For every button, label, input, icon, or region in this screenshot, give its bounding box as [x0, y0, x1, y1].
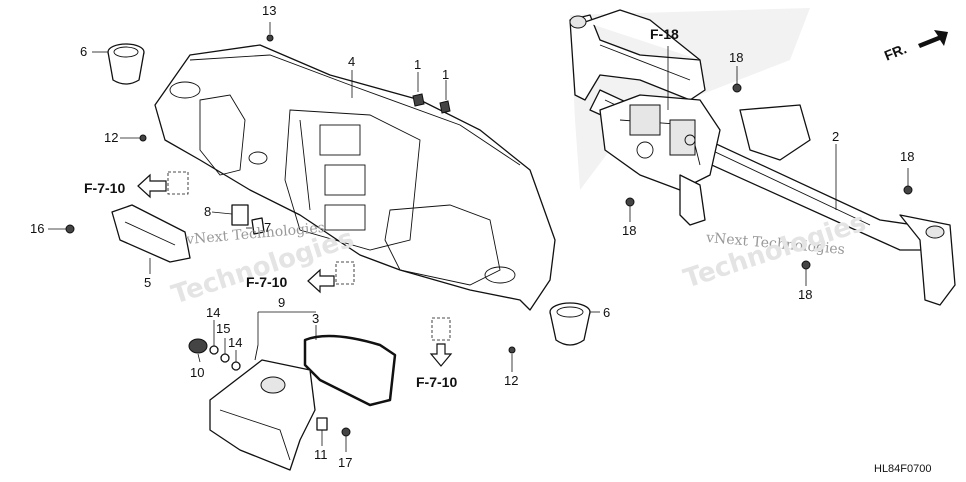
callout-3: 3 — [312, 311, 320, 326]
callout-14b: 14 — [228, 335, 243, 350]
washer-14a — [209, 345, 219, 355]
callout-18b: 18 — [900, 149, 915, 164]
seal-3 — [303, 334, 397, 407]
callout-12a: 12 — [104, 130, 119, 145]
glove-box-lid — [209, 344, 316, 471]
ref-label-f18: F-18 — [650, 26, 679, 42]
callout-7: 7 — [264, 220, 272, 235]
callout-18a: 18 — [729, 50, 744, 65]
callout-9: 9 — [278, 295, 286, 310]
callout-14a: 14 — [206, 305, 221, 320]
diagram-code: HL84F0700 — [874, 463, 932, 475]
screw-17 — [341, 427, 351, 437]
callout-2: 2 — [832, 129, 840, 144]
ref-label-f7-10c: F-7-10 — [416, 374, 458, 390]
washer-14b — [231, 361, 241, 371]
washer-15 — [220, 353, 230, 363]
nut-11 — [316, 417, 328, 431]
knob-10 — [188, 338, 208, 354]
bolt-12b — [508, 346, 516, 354]
callout-1a: 1 — [414, 57, 422, 72]
callout-10: 10 — [190, 365, 205, 380]
callout-16: 16 — [30, 221, 45, 236]
cup-holder-left — [107, 43, 145, 85]
ref-arrow-left-2 — [307, 268, 335, 294]
callout-6b: 6 — [603, 305, 611, 320]
callout-17: 17 — [338, 455, 353, 470]
ref-arrow-down — [429, 343, 453, 367]
callout-15: 15 — [216, 321, 231, 336]
ref-label-f7-10a: F-7-10 — [84, 180, 126, 196]
callout-12b: 12 — [504, 373, 519, 388]
callout-8: 8 — [204, 204, 212, 219]
callout-13: 13 — [262, 3, 277, 18]
callout-5: 5 — [144, 275, 152, 290]
ref-label-f7-10b: F-7-10 — [246, 274, 288, 290]
callout-1b: 1 — [442, 67, 450, 82]
dashboard-panel — [154, 34, 556, 311]
callout-11: 11 — [314, 447, 328, 462]
dash-frame-assembly — [569, 8, 956, 306]
bracket-7 — [251, 217, 265, 235]
callout-18d: 18 — [798, 287, 813, 302]
front-direction-arrow — [918, 30, 948, 48]
cup-holder-right — [549, 302, 591, 346]
callout-6a: 6 — [80, 44, 88, 59]
lower-cover-panel — [65, 204, 191, 263]
callout-18c: 18 — [622, 223, 637, 238]
bolt-12a — [139, 134, 147, 142]
clip-8 — [231, 204, 249, 226]
ref-arrow-left-1 — [137, 173, 167, 199]
callout-4: 4 — [348, 54, 356, 69]
